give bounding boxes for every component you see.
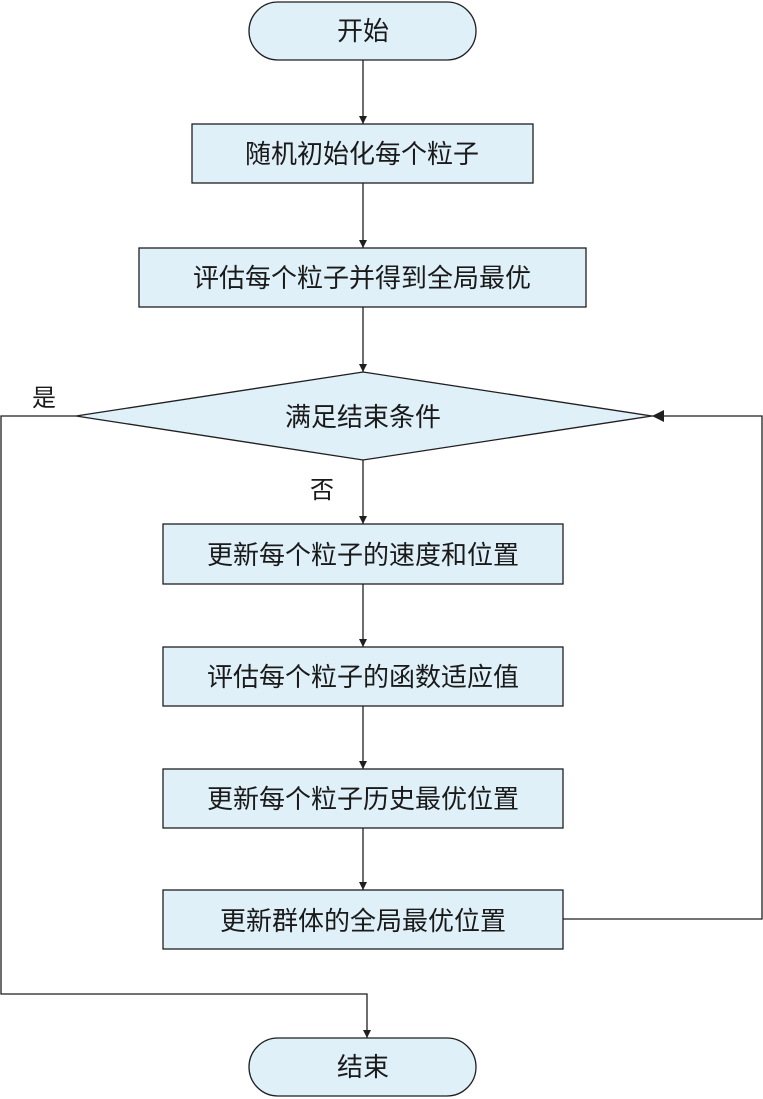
edges — [0, 60, 763, 1038]
end-terminator-shape — [248, 1037, 477, 1097]
node-update-global-best: 更新群体的全局最优位置 — [162, 889, 564, 950]
node-start: 开始 — [248, 1, 477, 61]
start-terminator-shape — [248, 1, 477, 61]
edge-loop-back-to-condition — [563, 410, 763, 920]
end-condition-diamond — [75, 371, 653, 461]
update-velocity-position-label: 更新每个粒子的速度和位置 — [207, 541, 519, 571]
evaluate-fitness-box — [162, 646, 564, 707]
node-evaluate-fitness: 评估每个粒子的函数适应值 — [162, 646, 564, 707]
start-label: 开始 — [337, 17, 389, 47]
init-particles-label: 随机初始化每个粒子 — [245, 140, 479, 170]
node-end: 结束 — [248, 1037, 477, 1097]
update-personal-best-box — [162, 768, 564, 829]
edge-label-no: 否 — [310, 476, 334, 504]
node-update-personal-best: 更新每个粒子历史最优位置 — [162, 768, 564, 829]
evaluate-global-best-box — [138, 247, 587, 308]
edge-label-yes: 是 — [32, 384, 56, 412]
update-personal-best-label: 更新每个粒子历史最优位置 — [207, 785, 519, 815]
node-update-velocity-position: 更新每个粒子的速度和位置 — [162, 523, 564, 585]
node-init-particles: 随机初始化每个粒子 — [191, 123, 534, 184]
node-evaluate-global-best: 评估每个粒子并得到全局最优 — [138, 247, 587, 308]
update-global-best-box — [162, 889, 564, 950]
end-condition-label: 满足结束条件 — [285, 403, 441, 433]
end-label: 结束 — [337, 1053, 389, 1083]
evaluate-global-best-label: 评估每个粒子并得到全局最优 — [193, 264, 531, 294]
init-particles-box — [191, 123, 534, 184]
update-global-best-label: 更新群体的全局最优位置 — [220, 907, 506, 937]
update-velocity-position-box — [162, 523, 564, 585]
evaluate-fitness-label: 评估每个粒子的函数适应值 — [207, 663, 519, 693]
edge-condition-yes-to-end — [0, 415, 371, 1038]
node-end-condition: 满足结束条件 — [75, 371, 653, 461]
